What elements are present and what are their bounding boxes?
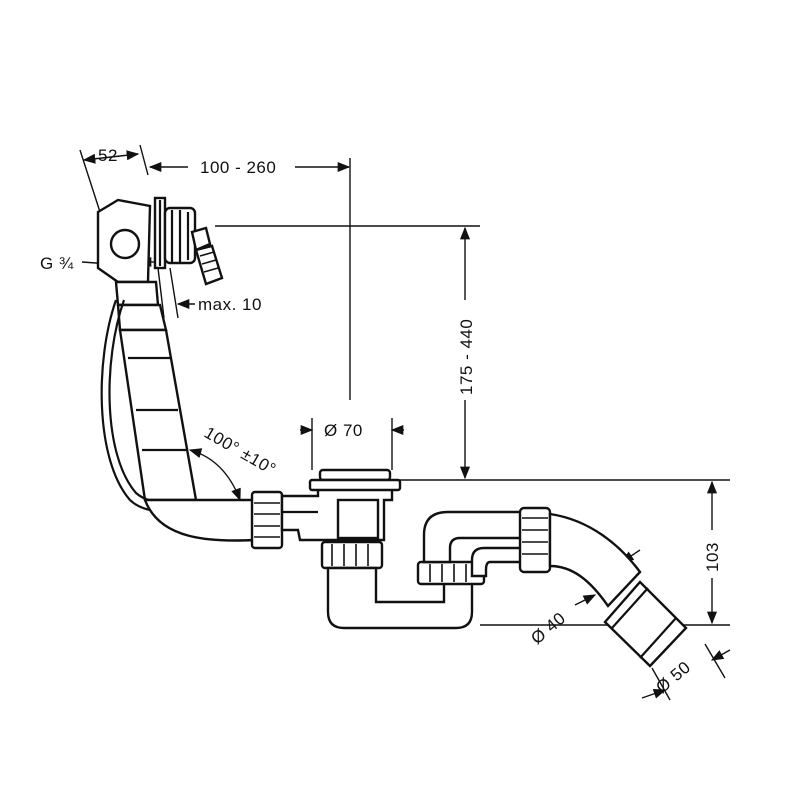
drain-plug <box>308 468 402 492</box>
overflow-rosette <box>163 206 197 265</box>
overflow-neck <box>114 280 168 332</box>
water-inlet-nozzle <box>190 226 224 286</box>
overflow-connection-pipe <box>143 498 257 542</box>
outlet-pipe <box>603 580 688 668</box>
label-103: 103 <box>703 542 722 572</box>
dimension-angle-100 <box>188 448 241 502</box>
label-100-260: 100 - 260 <box>200 158 276 177</box>
label-52: 52 <box>98 146 118 165</box>
dimension-diameter-70 <box>300 418 404 470</box>
union-nut-outlet <box>518 506 552 574</box>
overflow-tube <box>118 328 198 502</box>
siphon-riser <box>422 510 524 578</box>
dimension-100-260 <box>148 158 351 400</box>
dimension-103 <box>480 480 730 626</box>
dimension-max-10 <box>157 267 195 319</box>
label-angle-100: 100° ±10° <box>201 423 279 479</box>
label-diameter-40: Ø 40 <box>527 609 569 649</box>
label-max-10: max. 10 <box>198 295 262 314</box>
drain-body <box>280 486 394 542</box>
outlet-elbow <box>548 512 642 608</box>
dimension-diameter-50 <box>641 643 731 701</box>
dimension-52 <box>79 144 149 213</box>
union-nut-drain <box>320 540 384 570</box>
union-nut-left <box>250 490 284 550</box>
label-g34: G ¾ <box>40 254 74 273</box>
dimension-175-440 <box>215 225 730 481</box>
overflow-housing <box>96 196 167 284</box>
label-diameter-50: Ø 50 <box>652 658 694 698</box>
label-175-440: 175 - 440 <box>457 319 476 395</box>
label-diameter-70: Ø 70 <box>324 421 363 440</box>
